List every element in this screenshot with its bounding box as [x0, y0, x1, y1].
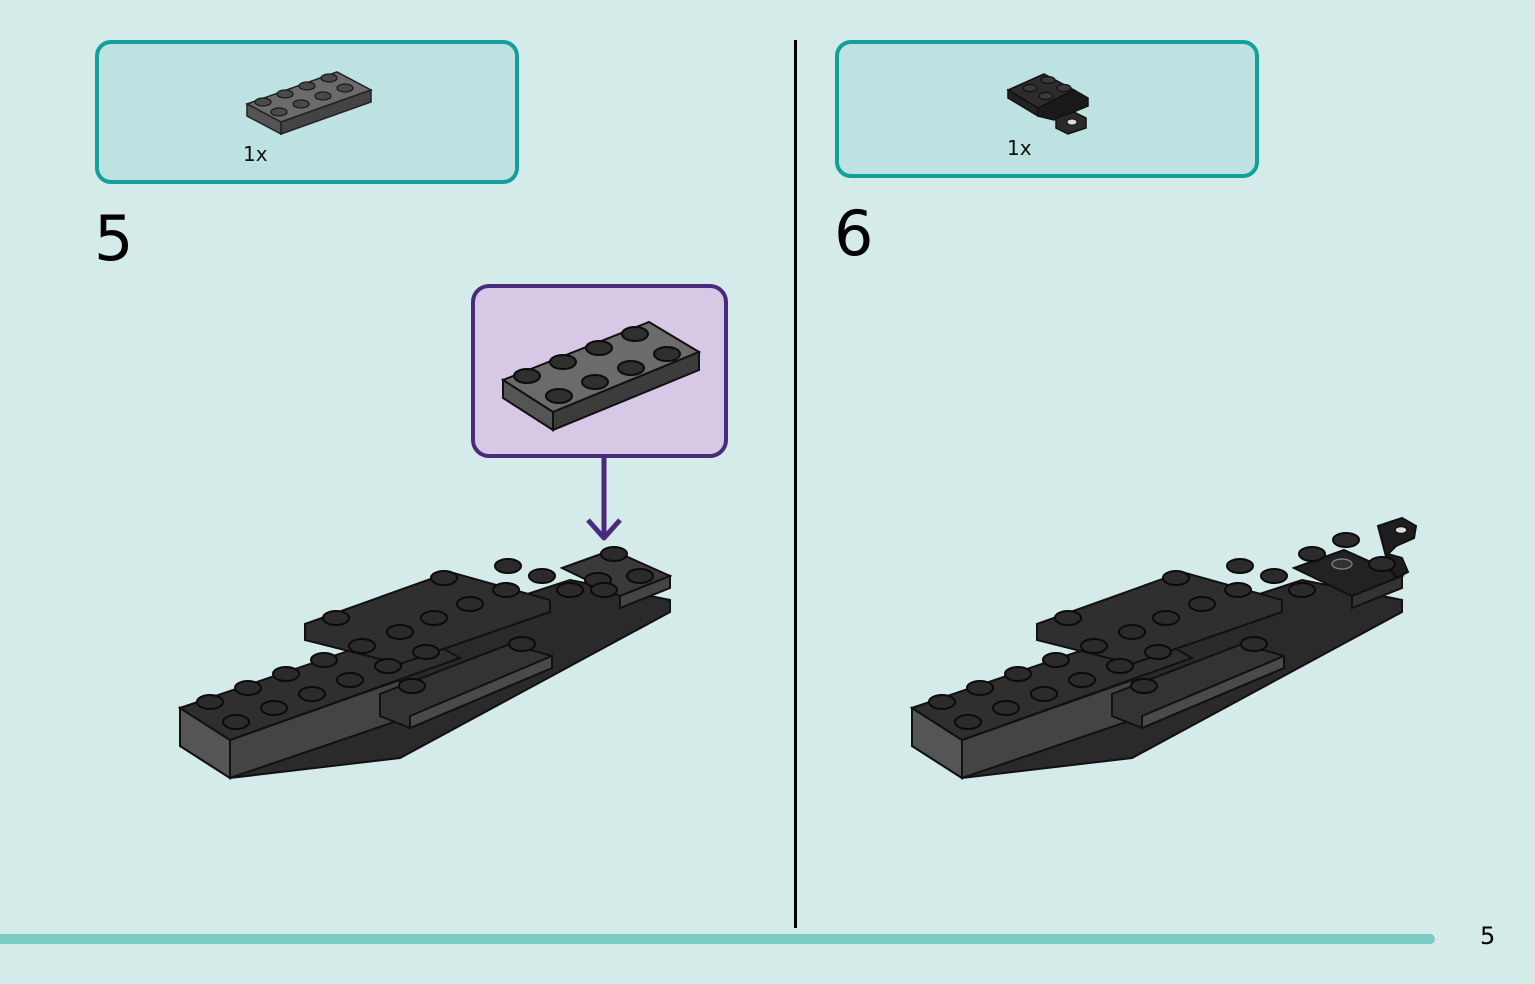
parts-list-step-5: 1x — [95, 40, 519, 184]
part-quantity: 1x — [1007, 136, 1032, 160]
plate-2x4-callout-icon — [500, 320, 702, 432]
sub-assembly-callout — [471, 284, 728, 458]
step-divider — [794, 40, 797, 928]
placement-arrow-icon — [586, 458, 622, 541]
step-number-6: 6 — [834, 197, 874, 270]
step-6-model-illustration — [909, 516, 1418, 780]
plate-2x4-part-icon — [245, 71, 373, 136]
part-quantity: 1x — [243, 142, 268, 166]
step-number-5: 5 — [94, 202, 134, 275]
step-5-model-illustration — [177, 546, 673, 780]
plate-with-clip-part-icon — [1006, 73, 1089, 135]
parts-list-step-6: 1x — [835, 40, 1259, 178]
page-footer-bar — [0, 934, 1435, 944]
page-number: 5 — [1480, 922, 1496, 950]
